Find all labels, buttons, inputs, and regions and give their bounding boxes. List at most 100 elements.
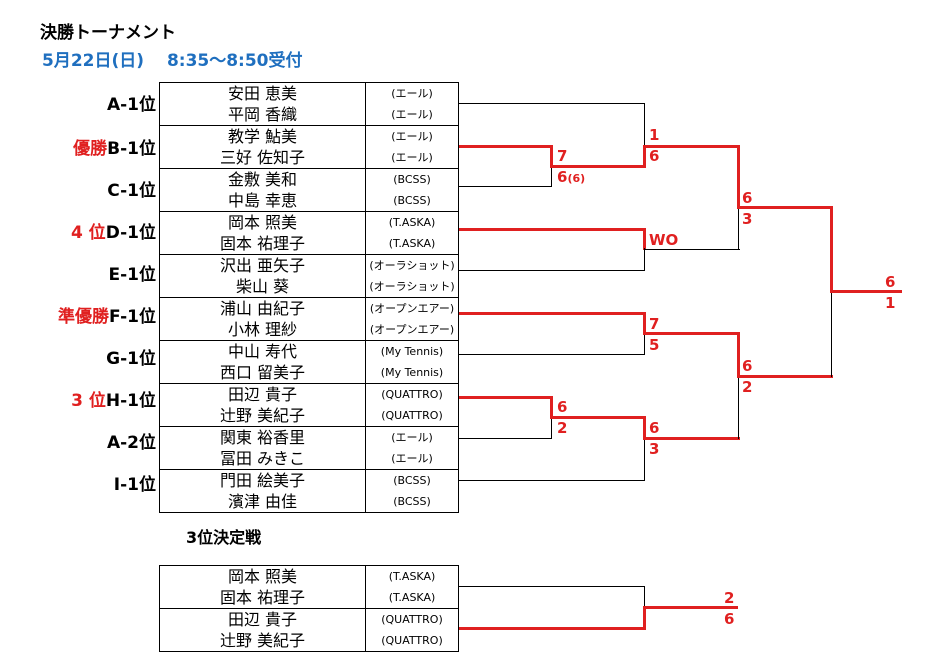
bracket-line	[644, 103, 645, 166]
team-players: 安田 恵美平岡 香織	[159, 82, 366, 126]
bracket-line	[459, 480, 645, 481]
result-third: 3 位	[71, 391, 106, 411]
score: 6	[742, 189, 753, 207]
bracket-line	[459, 438, 552, 439]
club-name: (T.ASKA)	[388, 237, 436, 250]
score: 6	[649, 419, 660, 437]
bracket-line	[551, 166, 552, 187]
club-name: (エール)	[391, 108, 433, 121]
bracket-line-winner	[643, 416, 646, 439]
bracket-line	[644, 586, 645, 608]
score: 2	[724, 589, 735, 607]
club-name: (QUATTRO)	[381, 409, 443, 422]
team-row: 門田 絵美子濱津 由佳 (BCSS) (BCSS)	[159, 469, 459, 513]
club-name: (BCSS)	[393, 495, 431, 508]
score: 6	[649, 147, 660, 165]
player-name: 安田 恵美	[227, 84, 298, 103]
seed-label: 3 位H-1位	[71, 391, 156, 411]
bracket-line-winner	[737, 332, 740, 377]
club-name: (T.ASKA)	[388, 591, 436, 604]
player-name: 三好 佐知子	[219, 148, 306, 167]
team-players: 岡本 照美固本 祐理子	[159, 211, 366, 255]
bracket-line-winner	[643, 228, 646, 250]
team-players: 岡本 照美固本 祐理子	[159, 565, 366, 609]
bracket-line	[644, 249, 740, 250]
bracket-line-winner	[643, 145, 740, 148]
bracket-line-winner	[643, 606, 646, 630]
team-clubs: (BCSS) (BCSS)	[365, 469, 459, 513]
score: 7	[649, 315, 660, 333]
team-row: 岡本 照美固本 祐理子 (T.ASKA)(T.ASKA)	[159, 211, 459, 255]
bracket-line-winner	[830, 206, 833, 292]
team-players: 金敷 美和中島 幸恵	[159, 168, 366, 212]
bracket-line-winner	[830, 290, 902, 293]
tiebreak-score: (6)	[567, 172, 586, 185]
player-name: 小林 理紗	[227, 320, 298, 339]
club-name: (エール)	[391, 151, 433, 164]
team-clubs: (オーラショット) (オーラショット)	[365, 254, 459, 298]
player-name: 教学 鮎美	[227, 127, 298, 146]
player-name: 中島 幸恵	[227, 191, 298, 210]
player-name: 平岡 香織	[227, 105, 298, 124]
player-name: 沢出 亜矢子	[219, 256, 306, 275]
team-row: 安田 恵美平岡 香織 (エール) (エール)	[159, 82, 459, 126]
seed-label: 優勝B-1位	[73, 139, 156, 159]
club-name: (QUATTRO)	[381, 634, 443, 647]
bracket-line-winner	[643, 437, 740, 440]
club-name: (オープンエアー)	[369, 302, 455, 315]
seed-label: A-1位	[106, 95, 156, 115]
team-clubs: (T.ASKA)(T.ASKA)	[365, 211, 459, 255]
club-name: (My Tennis)	[380, 366, 444, 379]
score: 2	[557, 419, 568, 437]
bracket-line-winner	[643, 312, 646, 334]
bracket-line-winner	[643, 606, 738, 609]
team-clubs: (QUATTRO)(QUATTRO)	[365, 608, 459, 652]
bracket-line	[831, 291, 832, 377]
score: 7	[557, 147, 568, 165]
bracket-line	[738, 376, 739, 439]
team-players: 沢出 亜矢子柴山 葵	[159, 254, 366, 298]
draw-table: 安田 恵美平岡 香織 (エール)(エール) 教学 鮎美三好 佐知子 (エール)(…	[159, 82, 459, 513]
team-clubs: (オープンエアー)(オープンエアー)	[365, 297, 459, 341]
bracket-line-winner	[550, 396, 553, 417]
bracket-line-winner	[550, 165, 646, 168]
team-players: 田辺 貴子辻野 美紀子	[159, 383, 366, 427]
team-players: 関東 裕香里冨田 みきこ	[159, 426, 366, 470]
team-row: 浦山 由紀子小林 理紗 (オープンエアー)(オープンエアー)	[159, 297, 459, 341]
bracket-line	[459, 354, 645, 355]
event-date-time: 5月22日(日) 8:35〜8:50受付	[42, 51, 303, 71]
player-name: 辻野 美紀子	[219, 406, 306, 425]
page-title: 決勝トーナメント	[40, 23, 176, 43]
bracket-line-winner	[550, 145, 553, 166]
player-name: 固本 祐理子	[219, 234, 306, 253]
player-name: 岡本 照美	[227, 567, 298, 586]
score-walkover: WO	[649, 231, 679, 249]
team-players: 中山 寿代西口 留美子	[159, 340, 366, 384]
club-name: (オーラショット)	[369, 259, 455, 272]
player-name: 金敷 美和	[227, 170, 298, 189]
bracket-line-winner	[459, 396, 552, 399]
score: 1	[649, 126, 660, 144]
bracket-line-winner	[643, 332, 740, 335]
bracket-line-winner	[737, 206, 833, 209]
club-name: (T.ASKA)	[388, 570, 436, 583]
bracket-line-winner	[459, 228, 646, 231]
team-clubs: (QUATTRO)(QUATTRO)	[365, 383, 459, 427]
score: 2	[742, 378, 753, 396]
result-runner-up: 準優勝	[58, 307, 110, 327]
player-name: 田辺 貴子	[227, 610, 298, 629]
player-name: 岡本 照美	[227, 213, 298, 232]
team-clubs: (エール)(エール)	[365, 426, 459, 470]
team-players: 門田 絵美子濱津 由佳	[159, 469, 366, 513]
team-row: 中山 寿代西口 留美子 (My Tennis)(My Tennis)	[159, 340, 459, 384]
seed-label: A-2位	[106, 433, 156, 453]
seed-label: E-1位	[108, 265, 157, 285]
club-name: (オーラショット)	[369, 280, 455, 293]
club-name: (BCSS)	[393, 474, 431, 487]
score: 6	[742, 357, 753, 375]
club-name: (エール)	[391, 452, 433, 465]
club-name: (エール)	[391, 87, 433, 100]
club-name: (BCSS)	[393, 194, 431, 207]
player-name: 冨田 みきこ	[219, 449, 306, 468]
bracket-line-winner	[643, 145, 646, 167]
